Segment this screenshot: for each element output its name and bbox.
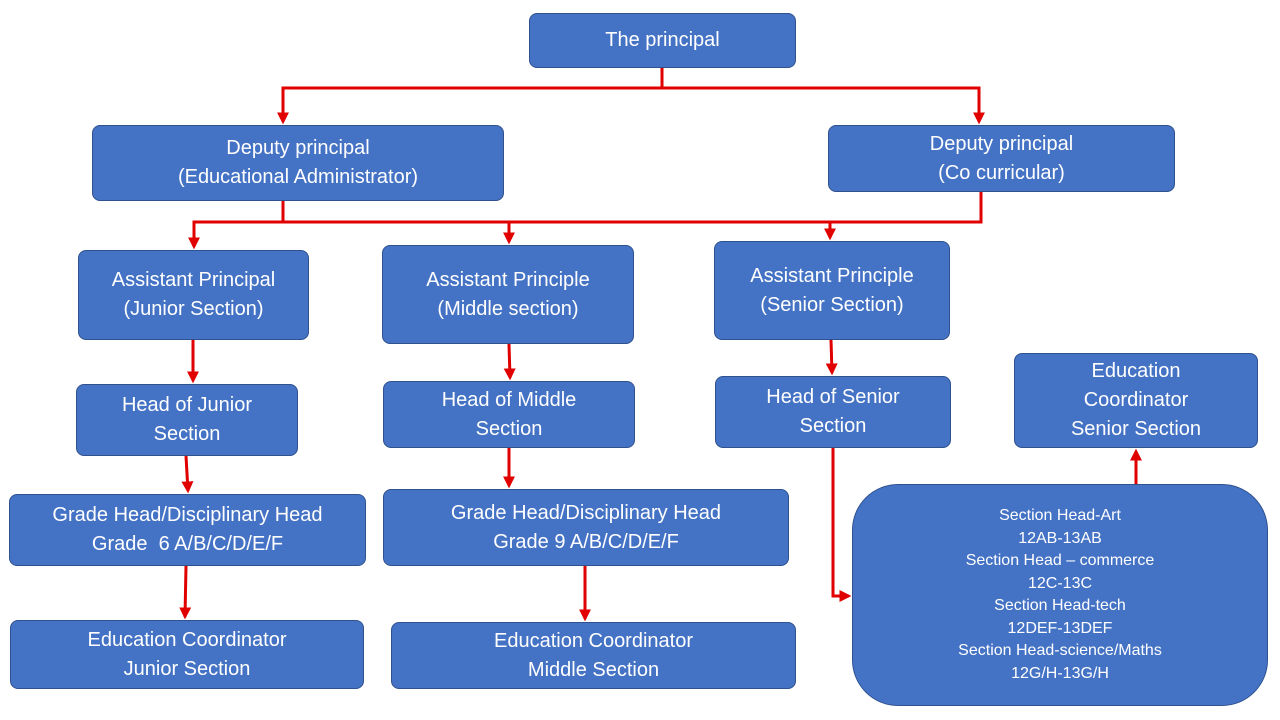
- node-education-coordinator-junior-line2: Junior Section: [123, 657, 251, 680]
- node-assistant-principal-junior-title: Assistant Principal: [111, 269, 276, 291]
- section-head-science-maths: Section Head-science/Maths: [958, 642, 1162, 659]
- node-assistant-principle-senior-title: Assistant Principle: [750, 264, 914, 287]
- connector-deputy-edu-to-ap-junior: [188, 201, 285, 250]
- node-education-coordinator-senior: Education Coordinator Senior Section: [1014, 353, 1258, 448]
- node-deputy-principal-educational-title: Deputy principal: [226, 137, 370, 159]
- node-assistant-principle-middle: Assistant Principle (Middle section): [382, 245, 634, 344]
- section-head-science-maths-grades: 12G/H-13G/H: [1011, 664, 1109, 682]
- connector-deputies-to-ap-middle: [283, 220, 515, 245]
- node-education-coordinator-junior: Education Coordinator Junior Section: [10, 620, 364, 689]
- node-head-of-middle-section-line1: Head of Middle: [441, 388, 577, 411]
- node-assistant-principal-junior-subtitle: (Junior Section): [123, 298, 264, 320]
- node-principal-line: The principal: [605, 29, 720, 51]
- node-education-coordinator-senior-line1: Education: [1091, 360, 1181, 382]
- connector-deputy-co-to-ap-senior: [509, 192, 983, 238]
- node-head-of-senior-section: Head of Senior Section: [715, 376, 951, 448]
- node-education-coordinator-middle-line2: Middle Section: [527, 658, 660, 681]
- connector-principal-to-deputy-co: [662, 86, 985, 125]
- node-grade-head-junior: Grade Head/Disciplinary Head Grade 6 A/B…: [9, 494, 366, 566]
- node-head-of-junior-section-line2: Section: [153, 423, 221, 445]
- section-head-art-grades: 12AB-13AB: [1018, 529, 1102, 547]
- node-head-of-senior-section-line1: Head of Senior: [766, 386, 900, 408]
- node-principal: The principal: [529, 13, 796, 68]
- node-education-coordinator-junior-line1: Education Coordinator: [87, 628, 287, 651]
- node-section-heads-senior: Section Head-Art 12AB-13AB Section Head …: [852, 484, 1268, 706]
- node-deputy-principal-educational: Deputy principal (Educational Administra…: [92, 125, 504, 201]
- connector-ap-middle-to-head-middle: [503, 343, 516, 381]
- section-head-tech: Section Head-tech: [994, 597, 1126, 614]
- node-grade-head-middle-line1: Grade Head/Disciplinary Head: [450, 501, 722, 524]
- node-head-of-senior-section-line2: Section: [799, 415, 867, 437]
- node-education-coordinator-senior-line3: Senior Section: [1070, 418, 1202, 440]
- connector-principal-to-deputy-edu: [277, 68, 664, 125]
- node-grade-head-junior-line1: Grade Head/Disciplinary Head: [52, 504, 323, 526]
- node-deputy-principal-educational-subtitle: (Educational Administrator): [177, 166, 419, 188]
- node-assistant-principle-middle-subtitle: (Middle section): [437, 297, 579, 320]
- node-head-of-middle-section: Head of Middle Section: [383, 381, 635, 448]
- node-grade-head-middle: Grade Head/Disciplinary Head Grade 9 A/B…: [383, 489, 789, 566]
- connector-ap-senior-to-head-senior: [825, 339, 838, 376]
- node-head-of-junior-section: Head of Junior Section: [76, 384, 298, 456]
- node-grade-head-middle-line2: Grade 9 A/B/C/D/E/F: [493, 530, 679, 553]
- section-head-art: Section Head-Art: [999, 507, 1121, 524]
- node-assistant-principle-senior: Assistant Principle (Senior Section): [714, 241, 950, 340]
- section-head-commerce-grades: 12C-13C: [1027, 574, 1093, 592]
- node-assistant-principle-senior-subtitle: (Senior Section): [760, 293, 904, 316]
- node-head-of-junior-section-line1: Head of Junior: [121, 394, 253, 416]
- node-assistant-principle-middle-title: Assistant Principle: [426, 268, 590, 291]
- node-head-of-middle-section-line2: Section: [475, 417, 543, 440]
- node-grade-head-junior-line2: Grade 6 A/B/C/D/E/F: [91, 533, 284, 555]
- node-deputy-principal-cocurricular-title: Deputy principal: [929, 132, 1074, 155]
- node-education-coordinator-middle: Education Coordinator Middle Section: [391, 622, 796, 689]
- node-deputy-principal-cocurricular: Deputy principal (Co curricular): [828, 125, 1175, 192]
- node-assistant-principal-junior: Assistant Principal (Junior Section): [78, 250, 309, 340]
- section-head-tech-grades: 12DEF-13DEF: [1007, 619, 1113, 637]
- node-deputy-principal-cocurricular-subtitle: (Co curricular): [938, 161, 1065, 184]
- connector-head-junior-to-grade-junior: [181, 455, 194, 494]
- node-education-coordinator-senior-line2: Coordinator: [1083, 389, 1189, 411]
- section-head-commerce: Section Head – commerce: [965, 552, 1155, 569]
- connector-grade-junior-to-coord-junior: [179, 565, 192, 620]
- connector-head-senior-to-section-heads: [831, 448, 852, 602]
- node-education-coordinator-middle-line1: Education Coordinator: [493, 629, 693, 652]
